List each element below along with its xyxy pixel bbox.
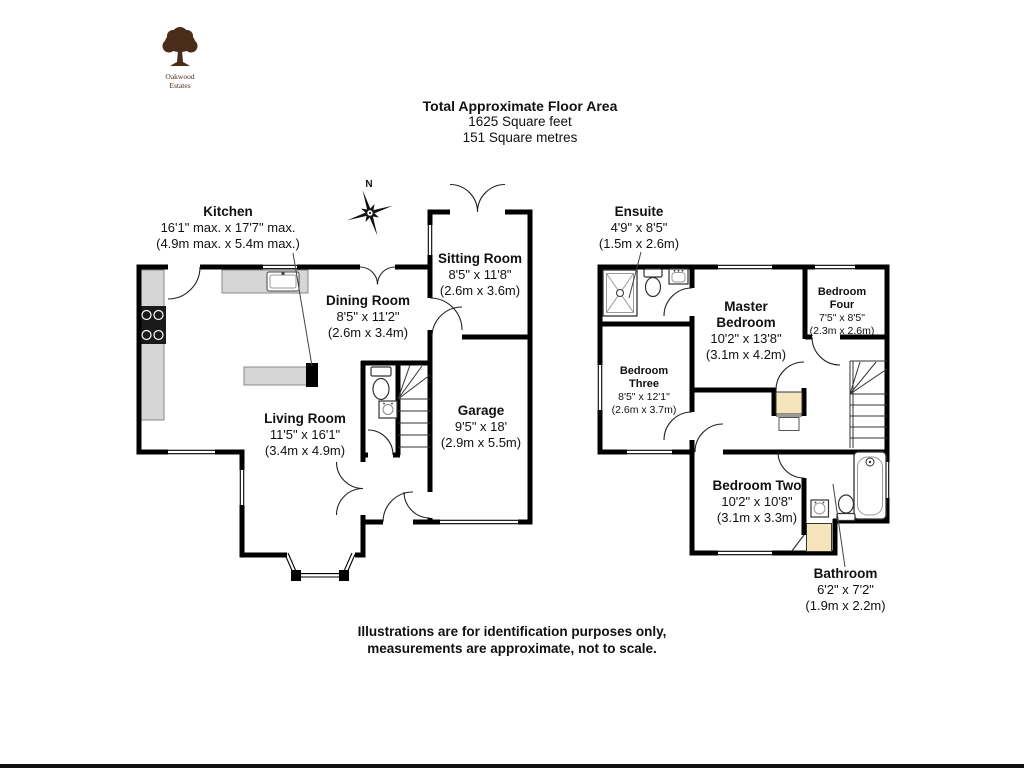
room-size-imperial: 16'1" max. x 17'7" max. [160, 220, 296, 235]
garage-label: Garage 9'5" x 18' (2.9m x 5.5m) [421, 403, 541, 450]
ground-floor-walls [136, 209, 533, 558]
ground-floor-windows [168, 225, 518, 525]
kitchen-label: Kitchen 16'1" max. x 17'7" max. (4.9m ma… [98, 204, 358, 251]
room-size-imperial: 9'5" x 18' [454, 419, 508, 434]
ensuite-label: Ensuite 4'9" x 8'5" (1.5m x 2.6m) [579, 204, 699, 251]
room-size-imperial: 7'5" x 8'5" [819, 312, 865, 324]
kitchen-sink-icon [266, 271, 300, 292]
room-size-imperial: 10'2" x 13'8" [710, 331, 782, 346]
room-size-metric: (3.1m x 4.2m) [705, 346, 787, 362]
ensuite-toilet-icon [643, 268, 663, 298]
room-size-metric: (3.4m x 4.9m) [264, 442, 346, 458]
kitchen-counter-left [139, 269, 165, 421]
disclaimer-line1: Illustrations are for identification pur… [357, 624, 667, 639]
room-name: Sitting Room [438, 251, 522, 266]
room-size-imperial: 8'5" x 11'2" [336, 309, 400, 324]
kitchen-peninsula-counter [243, 366, 309, 386]
room-name: Ensuite [614, 204, 664, 219]
ground-floor-plan [136, 183, 533, 581]
room-size-metric: (4.9m max. x 5.4m max.) [156, 235, 300, 251]
room-size-imperial: 6'2" x 7'2" [817, 582, 874, 597]
disclaimer: Illustrations are for identification pur… [302, 624, 722, 657]
room-size-metric: (2.3m x 2.6m) [809, 324, 875, 337]
bedroom-two-label: Bedroom Two 10'2" x 10'8" (3.1m x 3.3m) [682, 478, 832, 525]
ensuite-leader-line [628, 251, 642, 299]
room-size-imperial: 8'5" x 11'8" [448, 267, 512, 282]
bathroom-cupboard [791, 523, 832, 552]
compass-north-label: N [365, 179, 373, 190]
bathroom-toilet-icon [836, 494, 856, 522]
room-name: Bedroom Two [712, 478, 802, 493]
room-size-metric: (3.1m x 3.3m) [716, 509, 798, 525]
bathroom-label: Bathroom 6'2" x 7'2" (1.9m x 2.2m) [773, 566, 918, 613]
wc-basin-icon [378, 400, 398, 419]
bathroom-basin-icon [810, 499, 830, 518]
bay-window [284, 552, 356, 581]
room-name: Bathroom [813, 566, 878, 581]
wc-toilet-icon [370, 366, 392, 401]
peninsula-wall-stub [306, 363, 318, 387]
bathroom-leader-line [832, 483, 846, 568]
room-size-imperial: 11'5" x 16'1" [269, 427, 341, 442]
page-title: Total Approximate Floor Area [422, 98, 618, 114]
room-name: Bedroom Four [817, 286, 867, 311]
ensuite-basin-icon [668, 268, 689, 285]
agency-name-line2: Estates [169, 80, 191, 90]
master-bedroom-label: Master Bedroom 10'2" x 13'8" (3.1m x 4.2… [694, 299, 798, 362]
room-size-imperial: 10'2" x 10'8" [721, 494, 793, 509]
stairs-first [849, 360, 888, 448]
room-name: Dining Room [326, 293, 410, 308]
room-size-metric: (1.5m x 2.6m) [598, 235, 680, 251]
room-size-metric: (1.9m x 2.2m) [805, 597, 886, 613]
room-size-imperial: 4'9" x 8'5" [610, 220, 668, 235]
agency-name-line1: Oakwood [165, 72, 195, 81]
stove-icon [139, 306, 166, 344]
room-size-metric: (2.6m x 3.4m) [327, 324, 409, 340]
bedroom-three-label: Bedroom Three 8'5" x 12'1" (2.6m x 3.7m) [584, 365, 704, 416]
ground-floor-door-arcs [167, 183, 506, 523]
floor-area-header: Total Approximate Floor Area 1625 Square… [370, 98, 670, 146]
bottom-edge-bar [0, 764, 1024, 768]
room-name: Master Bedroom [716, 299, 776, 330]
bedroom-four-label: Bedroom Four 7'5" x 8'5" (2.3m x 2.6m) [800, 286, 884, 337]
area-square-metres: 151 Square metres [462, 130, 578, 145]
tree-icon [162, 27, 198, 66]
compass-icon [347, 190, 393, 236]
room-name: Garage [457, 403, 505, 418]
stairs-ground [397, 364, 431, 448]
room-size-metric: (2.6m x 3.6m) [439, 282, 521, 298]
dining-room-label: Dining Room 8'5" x 11'2" (2.6m x 3.4m) [288, 293, 448, 340]
area-square-feet: 1625 Square feet [468, 114, 572, 129]
sitting-room-label: Sitting Room 8'5" x 11'8" (2.6m x 3.6m) [410, 251, 550, 298]
kitchen-leader-line [292, 252, 313, 367]
disclaimer-line2: measurements are approximate, not to sca… [367, 640, 657, 656]
room-name: Bedroom Three [619, 365, 669, 390]
first-floor-plan [597, 251, 890, 568]
bathtub-icon [853, 451, 887, 520]
shower-icon [602, 269, 638, 317]
room-size-metric: (2.6m x 3.7m) [611, 403, 677, 416]
first-floor-door-arcs [663, 287, 841, 479]
airing-cupboard [775, 391, 803, 431]
first-floor-walls [597, 264, 890, 556]
room-size-metric: (2.9m x 5.5m) [440, 434, 522, 450]
room-name: Kitchen [203, 204, 253, 219]
agency-logo: Oakwood Estates [152, 24, 208, 90]
living-room-label: Living Room 11'5" x 16'1" (3.4m x 4.9m) [235, 411, 375, 458]
room-size-imperial: 8'5" x 12'1" [618, 391, 670, 403]
room-name: Living Room [264, 411, 346, 426]
